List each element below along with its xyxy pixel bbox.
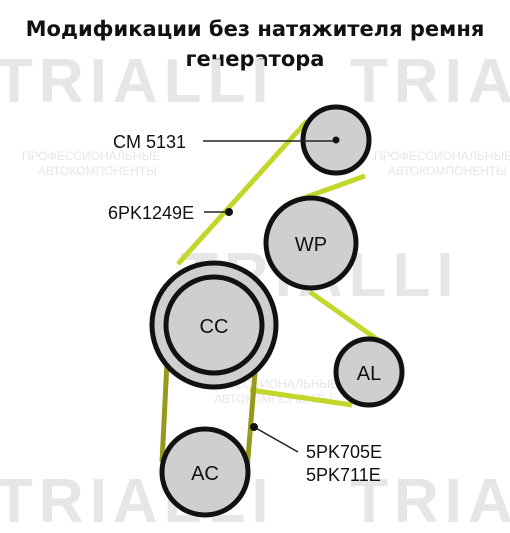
- main-belt: [176, 119, 380, 408]
- pulley-ac: AC: [159, 426, 251, 518]
- callout-cm-label: CM 5131: [113, 132, 186, 152]
- pulley-cm: [300, 104, 372, 176]
- callout-ac-belt-dot: [250, 423, 258, 431]
- pulley-wp: WP: [263, 195, 359, 291]
- page-title: Модификации без натяжителя ремня генерат…: [0, 14, 510, 74]
- pulley-ac-body: [159, 426, 251, 518]
- watermark-tagline-left-2: АВТОКОМПОНЕНТЫ: [38, 164, 157, 178]
- pulley-wp-body: [263, 195, 359, 291]
- pulley-cc: CC: [149, 260, 279, 390]
- watermark-tagline-left-1: ПРОФЕССИОНАЛЬНЫЕ: [22, 149, 160, 163]
- watermark-tagline-right-1: ПРОФЕССИОНАЛЬНЫЕ: [374, 149, 510, 163]
- watermark-logo-bottom-right: TRIALLI: [350, 467, 510, 533]
- watermark-tagline-right-2: АВТОКОМПОНЕНТЫ: [388, 164, 507, 178]
- watermark-logo-top-left: TRIALLI: [0, 47, 275, 116]
- pulley-al-label: AL: [357, 363, 381, 385]
- title-line-1: Модификации без натяжителя ремня: [25, 17, 485, 41]
- callout-main-belt: 6PK1249E: [108, 203, 233, 223]
- callout-main-belt-label: 6PK1249E: [108, 203, 194, 223]
- watermark-logo-top-right: TRIALLI: [350, 47, 510, 116]
- pulley-wp-label: WP: [295, 234, 327, 256]
- pulley-al-body: [333, 336, 405, 408]
- callout-ac-belt: 5PK705E 5PK711E: [250, 423, 382, 485]
- pulley-cc-label: CC: [200, 316, 229, 338]
- pulley-ac-label: AC: [191, 463, 219, 485]
- callout-main-belt-dot: [225, 208, 233, 216]
- callout-ac-belt-label-1: 5PK705E: [306, 442, 382, 462]
- callout-ac-belt-label-2: 5PK711E: [306, 465, 381, 485]
- pulley-cc-inner: [163, 274, 265, 376]
- main-belt-path: [176, 119, 380, 408]
- pulley-cm-center-dot: [332, 136, 340, 144]
- title-line-2: генератора: [185, 47, 325, 71]
- callout-ac-belt-leader: [253, 426, 299, 453]
- pulley-al: AL: [333, 336, 405, 408]
- callout-cm: CM 5131: [113, 132, 333, 152]
